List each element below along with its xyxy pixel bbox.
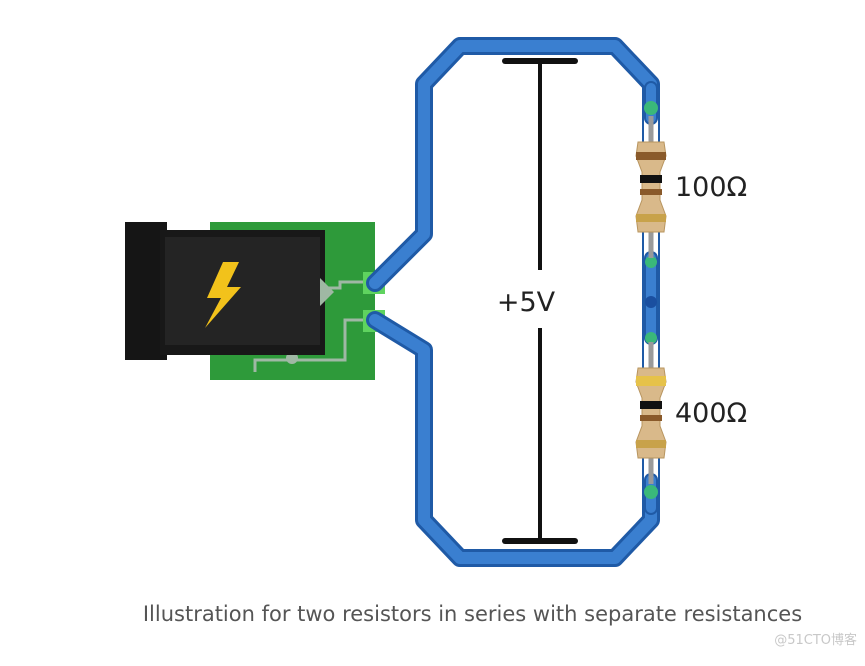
lightning-bolt-icon	[205, 262, 241, 328]
voltage-indicator: +5V	[497, 58, 578, 544]
voltage-label: +5V	[497, 287, 556, 318]
resistor-bottom-label: 400Ω	[675, 398, 747, 429]
power-jack	[125, 222, 385, 380]
resistor-top	[635, 116, 667, 258]
figure-caption: Illustration for two resistors in series…	[142, 602, 803, 626]
circuit-diagram: +5V 100Ω 400Ω	[125, 37, 747, 567]
watermark: @51CTO博客	[774, 633, 857, 648]
resistor-top-label: 100Ω	[675, 172, 747, 203]
resistor-bottom	[635, 342, 667, 484]
